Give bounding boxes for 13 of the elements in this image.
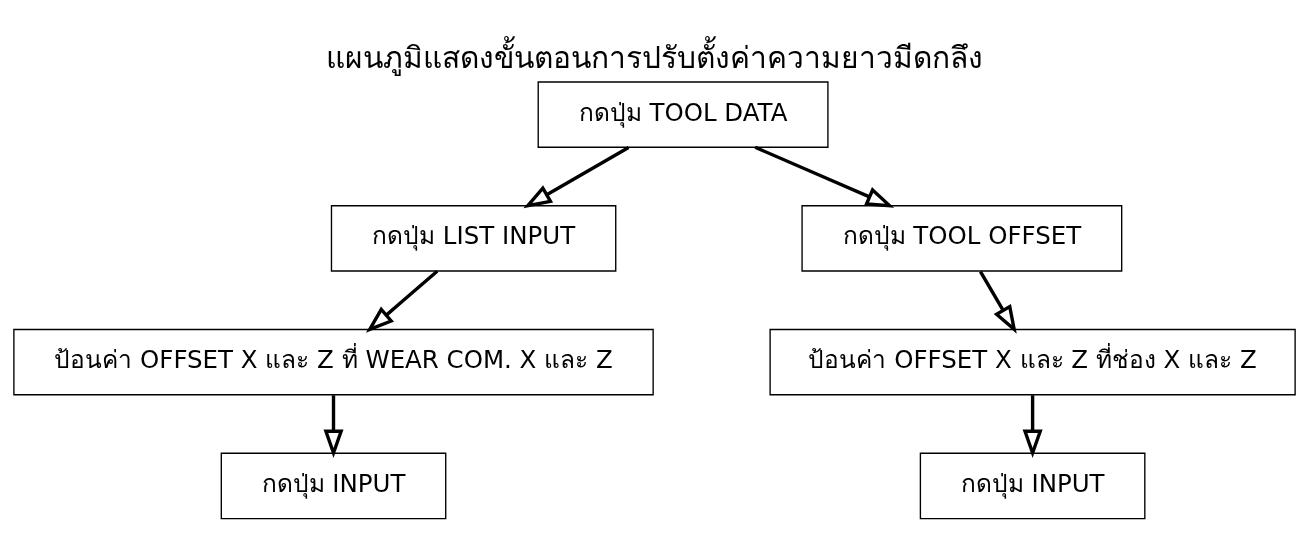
node-box: กดปุ่ม TOOL OFFSET	[801, 204, 1123, 272]
node-box: กดปุ่ม INPUT	[220, 452, 447, 519]
node-box: กดปุ่ม LIST INPUT	[330, 204, 617, 272]
node-box: ป้อนค่า OFFSET X และ Z ที่ WEAR COM. X และ Z	[13, 328, 654, 395]
arrow	[754, 145, 895, 208]
node-box: กดปุ่ม INPUT	[919, 452, 1146, 519]
arrow	[323, 394, 344, 458]
arrow	[365, 269, 439, 333]
arrow	[1022, 394, 1043, 458]
arrow	[523, 145, 630, 208]
node-box: ป้อนค่า OFFSET X และ Z ที่ช่อง X และ Z	[769, 328, 1296, 395]
node-box: กดปุ่ม TOOL DATA	[537, 80, 829, 148]
arrow	[979, 270, 1017, 334]
